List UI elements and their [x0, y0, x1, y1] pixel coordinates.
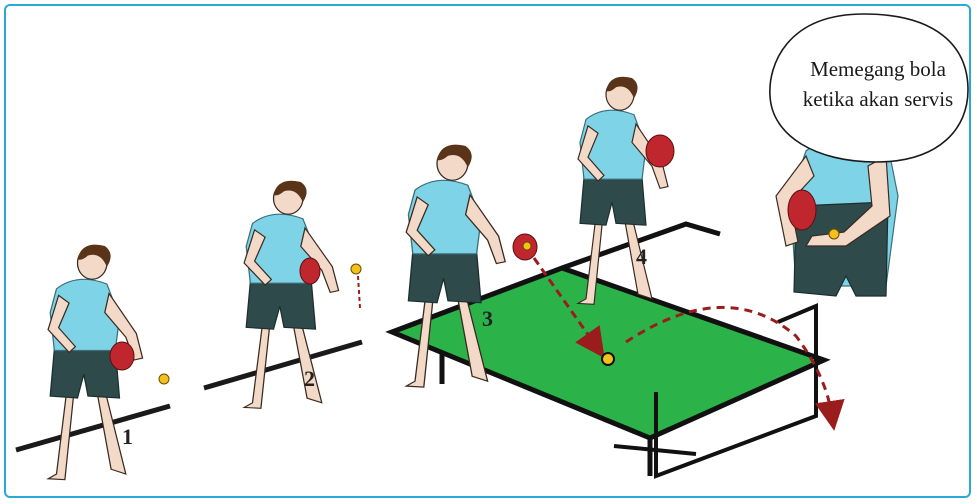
step-label-2: 2: [304, 366, 315, 392]
player-figure-4: [578, 77, 668, 305]
ball-icon: [159, 374, 169, 384]
ball-icon: [602, 353, 614, 365]
caption-line-2: ketika akan servis: [780, 84, 971, 114]
ground-line-1: [16, 406, 170, 450]
trajectory-arrow: [358, 276, 360, 308]
ball-icon: [523, 242, 531, 250]
illustration-frame: Memegang bola ketika akan servis 1 2 3 4: [4, 4, 971, 498]
speech-bubble-text: Memegang bola ketika akan servis: [780, 54, 971, 114]
step-label-4: 4: [636, 244, 647, 270]
ground-line-2: [204, 342, 362, 388]
step-label-3: 3: [482, 306, 493, 332]
paddle-icon: [110, 342, 134, 370]
paddle-icon: [646, 135, 674, 167]
player-figure-2: [244, 181, 339, 409]
paddle-icon: [300, 258, 320, 284]
caption-line-1: Memegang bola: [780, 54, 971, 84]
ball-icon: [829, 229, 839, 239]
step-label-1: 1: [122, 424, 133, 450]
paddle-icon: [788, 190, 816, 230]
ball-icon: [351, 264, 361, 274]
